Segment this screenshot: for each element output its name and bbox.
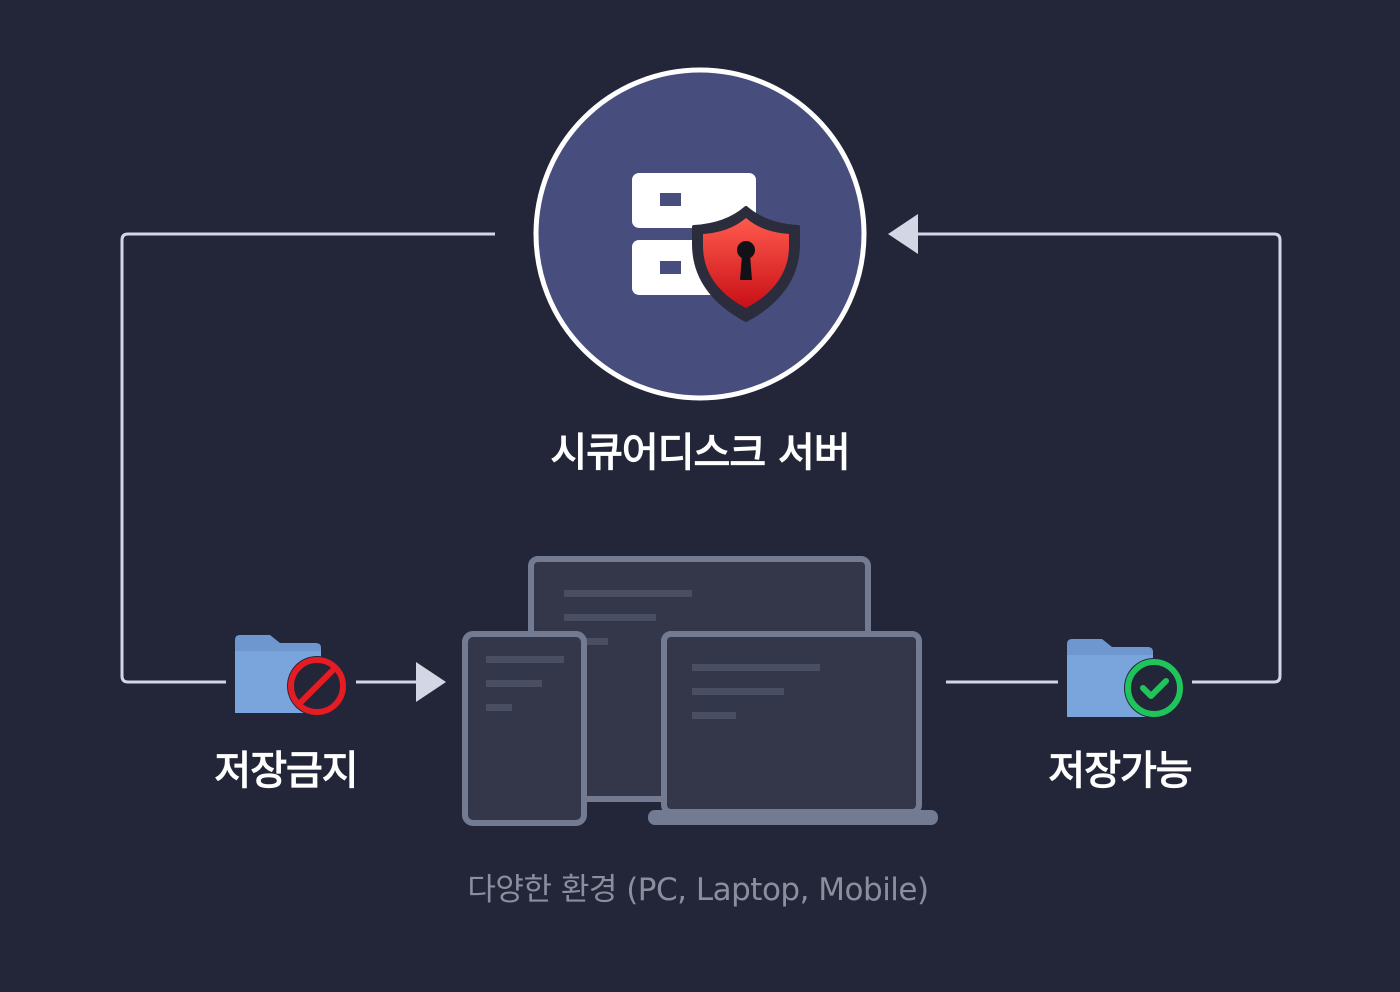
right-return-line [915, 232, 1282, 684]
prohibited-icon [287, 656, 347, 716]
devices-caption: 다양한 환경 (PC, Laptop, Mobile) [467, 872, 929, 908]
connector-lines [120, 214, 1282, 702]
secure-disk-server [533, 67, 867, 401]
arrow-right-icon [416, 662, 446, 702]
server-label: 시큐어디스크 서버 [550, 430, 850, 476]
allowed-folder [1067, 639, 1184, 718]
blocked-folder [235, 635, 347, 716]
arrow-left-icon [888, 214, 918, 254]
blocked-label: 저장금지 [214, 748, 358, 794]
tablet-icon [462, 631, 587, 826]
laptop-icon [648, 631, 938, 825]
allowed-label: 저장가능 [1048, 748, 1192, 794]
check-circle-icon [1124, 658, 1184, 718]
devices-illustration [462, 556, 938, 826]
left-return-line [120, 232, 495, 684]
lock-shield-icon [692, 206, 800, 322]
